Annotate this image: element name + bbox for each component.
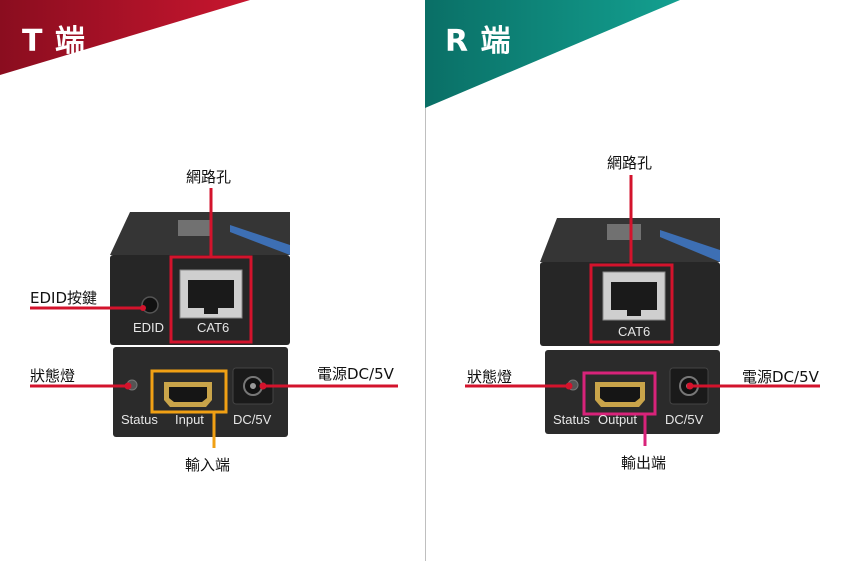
edid-button-label: EDID按鍵 — [30, 289, 98, 307]
input-highlight — [150, 369, 228, 414]
receiver-device-label-dc: DC/5V — [665, 412, 704, 427]
receiver-banner — [425, 0, 680, 108]
receiver-device-label-cat6: CAT6 — [618, 324, 651, 339]
receiver-network-port-label: 網路孔 — [607, 154, 653, 172]
receiver-device-illustration — [465, 175, 820, 446]
transmitter-title: T 端 — [22, 24, 86, 59]
receiver-title: R 端 — [445, 24, 512, 59]
edid-button-icon — [141, 296, 159, 314]
receiver-panel: R 端 網路孔 狀態燈 電源DC/5V 輸出端 CAT6 Sta — [425, 0, 850, 561]
transmitter-banner-shape — [0, 0, 250, 75]
transmitter-device-label-cat6: CAT6 — [197, 320, 230, 335]
transmitter-panel: T 端 網路孔 EDID按鍵 狀態燈 — [0, 0, 398, 474]
receiver-status-light-label: 狀態燈 — [467, 368, 513, 386]
panel-divider — [425, 0, 426, 561]
device-label-input: Input — [175, 412, 204, 427]
transmitter-power-label: 電源DC/5V — [317, 365, 394, 383]
device-label-edid: EDID — [133, 320, 165, 335]
receiver-power-label: 電源DC/5V — [742, 368, 819, 386]
transmitter-network-port-label: 網路孔 — [186, 168, 232, 186]
output-port-label: 輸出端 — [621, 454, 667, 472]
input-port-label: 輸入端 — [185, 456, 231, 474]
output-highlight — [582, 371, 657, 416]
device-label-output: Output — [598, 412, 638, 427]
transmitter-status-light-label: 狀態燈 — [30, 367, 76, 385]
transmitter-banner — [0, 0, 250, 75]
transmitter-device-illustration — [30, 188, 398, 448]
receiver-banner-shape — [425, 0, 680, 108]
transmitter-device-label-dc: DC/5V — [233, 412, 272, 427]
receiver-device-label-status: Status — [553, 412, 590, 427]
transmitter-device-label-status: Status — [121, 412, 158, 427]
